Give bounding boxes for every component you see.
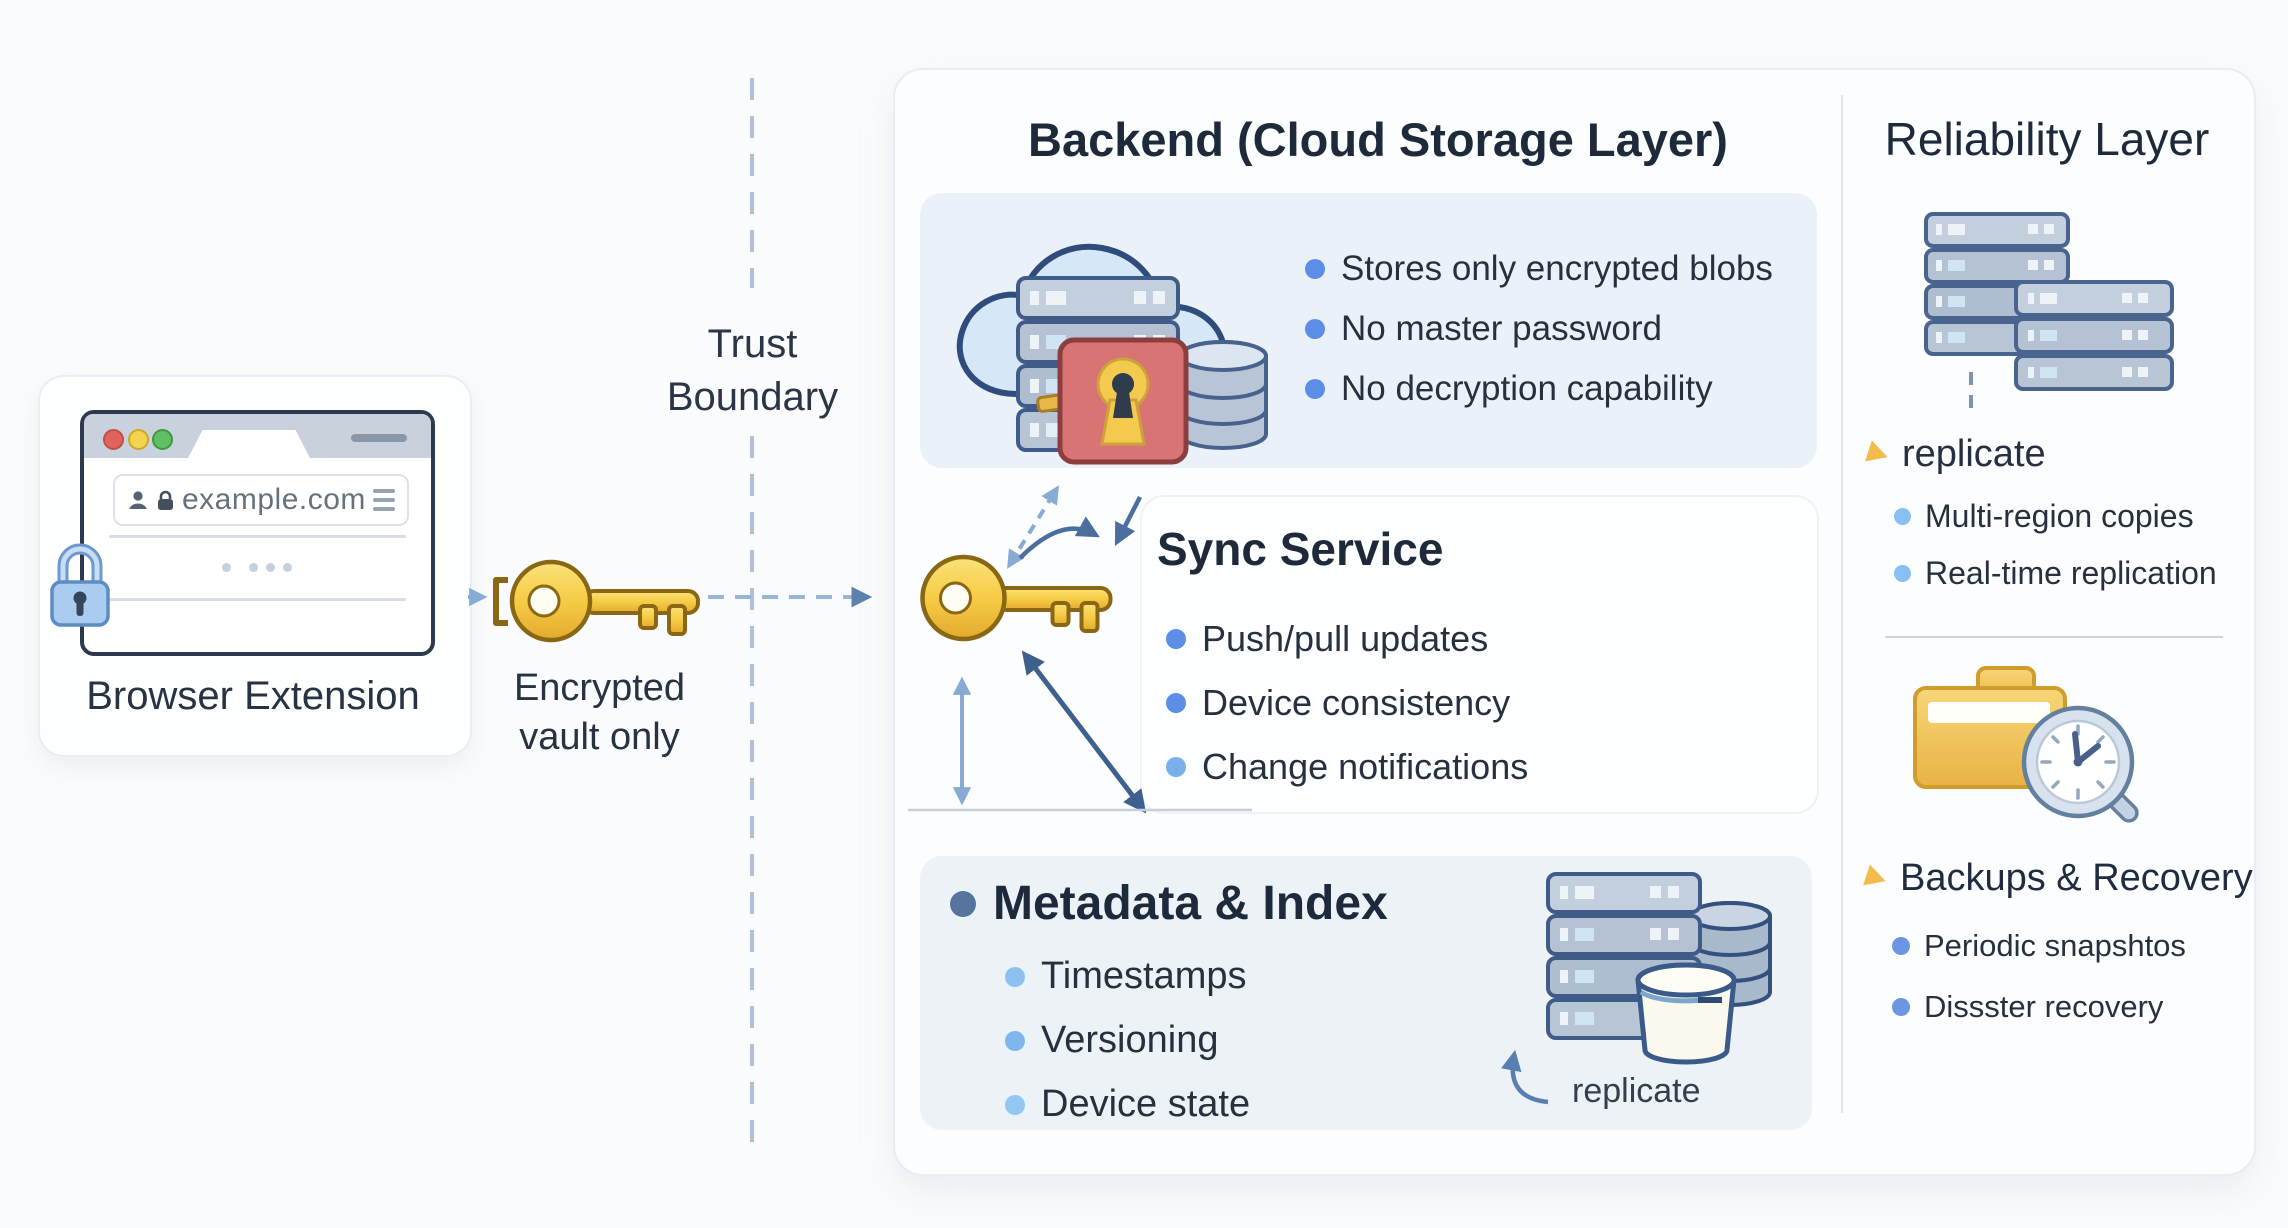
- browser-window-icon: example.com: [80, 410, 435, 656]
- list-item: No master password: [1305, 306, 1773, 352]
- url-lock-icon: [158, 490, 173, 510]
- bullet-dot-icon: [1166, 629, 1186, 649]
- bullet-dot-icon: [1305, 259, 1325, 279]
- list-item: Push/pull updates: [1166, 616, 1528, 662]
- traffic-light-yellow-icon: [128, 429, 149, 450]
- browser-chrome-bar: [84, 414, 431, 458]
- window-menu-dash-icon: [351, 434, 407, 442]
- bullet-dot-icon: [1892, 998, 1910, 1016]
- sync-key-icon: [920, 554, 1113, 642]
- bullet-dot-icon: [1305, 319, 1325, 339]
- key-icon: [493, 559, 700, 643]
- person-icon: [129, 491, 147, 509]
- encrypted-vault-label: Encrypted vault only: [513, 667, 686, 758]
- page-dot: [222, 563, 231, 572]
- page-dot: [283, 563, 292, 572]
- triangle-bullet-icon: [1863, 864, 1889, 892]
- list-item: Change notifications: [1166, 744, 1528, 790]
- metadata-server-icon: [1546, 872, 1772, 1065]
- backups-title: Backups & Recovery: [1900, 857, 2253, 899]
- list-item: No decryption capability: [1305, 366, 1773, 412]
- trust-boundary-label: Trust Boundary: [666, 322, 839, 419]
- bullet-dot-icon: [950, 890, 976, 917]
- reliability-divider: [1885, 636, 2223, 638]
- cloud-bullet-list: Stores only encrypted blobs No master pa…: [1305, 246, 1773, 412]
- bullet-dot-icon: [1005, 966, 1025, 987]
- browser-tab-shape: [188, 430, 310, 458]
- bullet-dot-icon: [1166, 757, 1186, 777]
- backup-folder-clock-icon: [1913, 666, 2139, 823]
- bullet-dot-icon: [1166, 693, 1186, 713]
- panel-divider: [1841, 95, 1843, 1113]
- triangle-bullet-icon: [1865, 440, 1891, 468]
- list-item: Versioning: [1005, 1017, 1250, 1064]
- database-icon: [1178, 340, 1268, 450]
- replicated-servers-icon: [1924, 212, 2174, 391]
- list-item: Multi-region copies: [1894, 496, 2217, 536]
- padlock-icon: [50, 543, 110, 627]
- bucket-icon: [1635, 962, 1737, 1065]
- bullet-dot-icon: [1894, 564, 1911, 582]
- list-item: Periodic snapshtos: [1892, 926, 2186, 966]
- clock-icon: [2021, 705, 2139, 823]
- page-line: [109, 598, 406, 601]
- page-line: [109, 535, 406, 538]
- page-dot: [249, 563, 258, 572]
- bullet-dot-icon: [1305, 379, 1325, 399]
- traffic-light-red-icon: [103, 429, 124, 450]
- url-text: example.com: [182, 483, 366, 516]
- encrypted-lock-icon: [1036, 337, 1189, 465]
- hamburger-menu-icon[interactable]: [373, 489, 395, 511]
- backup-bullet-list: Periodic snapshtos Dissster recovery: [1892, 926, 2186, 1027]
- cloud-storage-icon: [956, 243, 1268, 465]
- reliability-title: Reliability Layer: [1884, 113, 2210, 165]
- bullet-dot-icon: [1892, 937, 1910, 955]
- metadata-bullet-list: Timestamps Versioning Device state: [1005, 953, 1250, 1128]
- server-stack-front: [2014, 280, 2174, 391]
- metadata-title-row: Metadata & Index: [950, 876, 1388, 931]
- list-item: Device consistency: [1166, 680, 1528, 726]
- traffic-light-green-icon: [152, 429, 173, 450]
- list-item: Dissster recovery: [1892, 987, 2186, 1027]
- sync-service-title: Sync Service: [1157, 523, 1444, 575]
- bullet-dot-icon: [1894, 507, 1911, 525]
- page-dot: [266, 563, 275, 572]
- browser-extension-label: Browser Extension: [86, 674, 420, 718]
- metadata-replicate-label: replicate: [1572, 1072, 1701, 1110]
- bullet-dot-icon: [1005, 1030, 1025, 1051]
- list-item: Device state: [1005, 1081, 1250, 1128]
- replicate-row: replicate: [1865, 432, 2046, 476]
- list-item: Stores only encrypted blobs: [1305, 246, 1773, 292]
- sync-service-panel: [1140, 495, 1819, 814]
- replication-bullet-list: Multi-region copies Real-time replicatio…: [1894, 496, 2217, 593]
- backups-title-row: Backups & Recovery: [1863, 855, 2253, 901]
- bullet-dot-icon: [1005, 1094, 1025, 1115]
- metadata-title: Metadata & Index: [993, 877, 1388, 930]
- sync-bullet-list: Push/pull updates Device consistency Cha…: [1166, 616, 1528, 790]
- backend-title: Backend (Cloud Storage Layer): [1028, 113, 1728, 166]
- url-bar[interactable]: example.com: [113, 474, 409, 526]
- list-item: Real-time replication: [1894, 553, 2217, 593]
- list-item: Timestamps: [1005, 953, 1250, 1000]
- replicate-label: replicate: [1902, 433, 2046, 475]
